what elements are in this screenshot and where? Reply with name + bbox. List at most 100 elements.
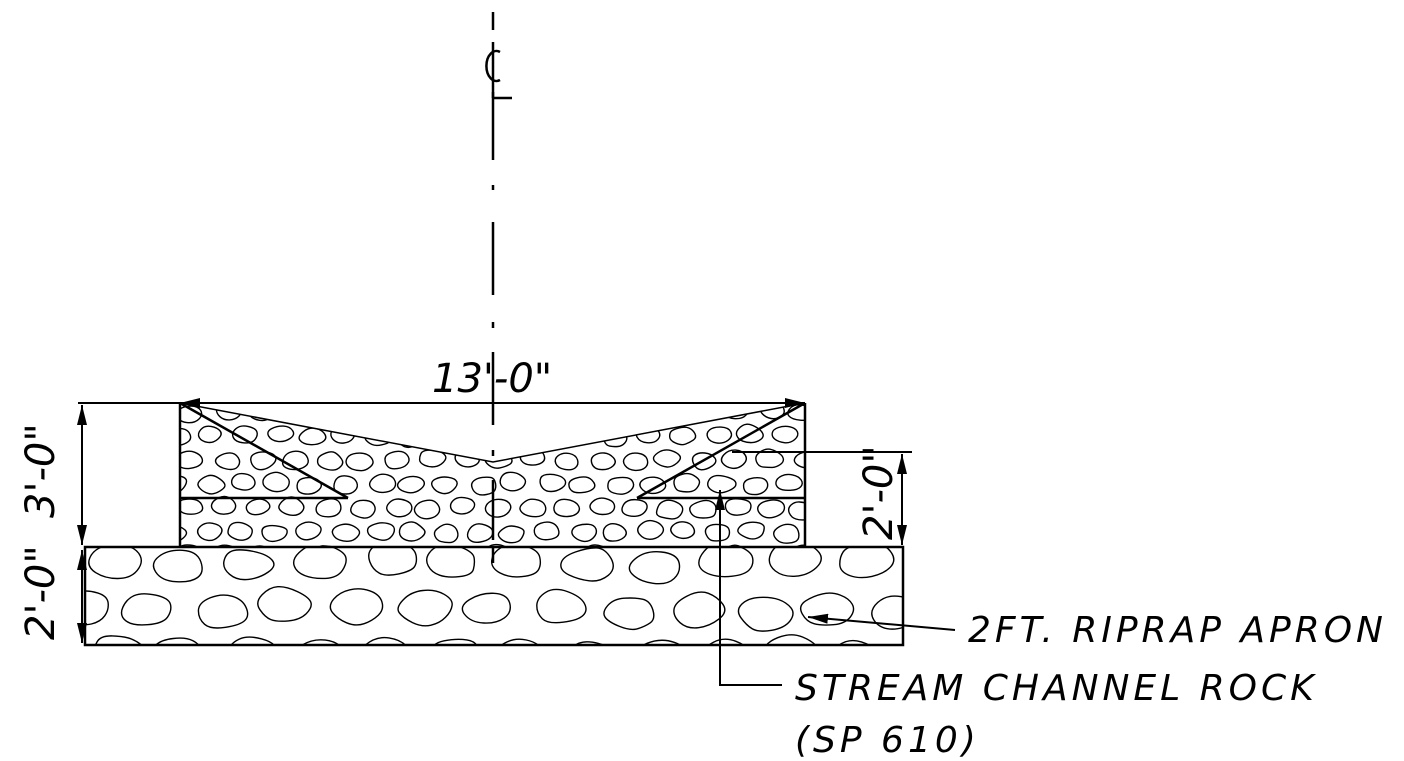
stone-outline bbox=[771, 425, 799, 444]
stone-outline bbox=[200, 571, 224, 587]
stone-outline bbox=[810, 574, 836, 591]
stone-outline bbox=[180, 475, 188, 494]
stone-outline bbox=[704, 523, 731, 542]
stone-outline bbox=[504, 570, 530, 586]
stone-outline bbox=[698, 547, 754, 578]
stone-outline bbox=[350, 499, 376, 519]
stone-outline bbox=[519, 498, 547, 518]
stone-outline bbox=[840, 427, 866, 443]
stone-outline bbox=[553, 498, 581, 518]
stone-outline bbox=[400, 574, 425, 590]
stone-outline bbox=[212, 544, 239, 547]
stone-outline bbox=[741, 569, 765, 585]
stone-outline bbox=[300, 639, 340, 645]
stone-outline bbox=[571, 424, 600, 444]
stone-outline bbox=[397, 589, 453, 627]
stone-outline bbox=[757, 499, 786, 519]
stone-outline bbox=[642, 639, 682, 645]
stone-outline bbox=[827, 501, 851, 516]
stone-outline bbox=[197, 474, 226, 495]
stone-outline bbox=[281, 450, 309, 471]
stone-outline bbox=[347, 404, 373, 423]
stone-outline bbox=[497, 525, 525, 544]
dim-apron-depth-label: 2'-0" bbox=[18, 545, 64, 640]
stone-outline bbox=[737, 596, 794, 632]
stone-outline bbox=[706, 426, 733, 444]
stone-outline bbox=[196, 522, 223, 542]
stone-outline bbox=[426, 547, 476, 578]
stone-outline bbox=[62, 682, 109, 714]
stone-outline bbox=[124, 679, 175, 714]
stone-outline bbox=[724, 498, 752, 516]
stone-outline bbox=[539, 473, 567, 493]
stone-outline bbox=[689, 499, 717, 519]
stone-outline bbox=[590, 452, 616, 471]
stone-outline bbox=[436, 426, 463, 444]
stone-outline bbox=[315, 498, 342, 518]
label-riprap-apron: 2FT. RIPRAP APRON bbox=[968, 610, 1387, 651]
stone-outline bbox=[368, 547, 418, 576]
stone-outline bbox=[466, 523, 494, 543]
stone-outline bbox=[315, 403, 342, 420]
stone-outline bbox=[85, 590, 109, 626]
stone-outline bbox=[607, 476, 635, 495]
stone-outline bbox=[431, 476, 458, 495]
stone-outline bbox=[450, 549, 475, 567]
stone-outline bbox=[120, 593, 172, 626]
stone-outline bbox=[449, 403, 478, 421]
stone-outline bbox=[742, 476, 769, 496]
stone-outline bbox=[364, 636, 407, 645]
stone-outline bbox=[435, 570, 461, 588]
stone-outline bbox=[602, 523, 627, 542]
stone-outline bbox=[518, 550, 542, 567]
dim-total-depth-label: 3'-0" bbox=[18, 423, 64, 518]
stone-outline bbox=[720, 449, 748, 470]
stone-outline bbox=[823, 405, 849, 423]
stone-outline bbox=[164, 570, 189, 587]
stone-outline bbox=[768, 547, 822, 577]
stone-outline bbox=[623, 403, 649, 420]
stone-outline bbox=[568, 476, 596, 494]
stone-outline bbox=[197, 425, 222, 444]
stone-outline bbox=[333, 475, 359, 495]
stone-outline bbox=[666, 688, 719, 723]
stone-outline bbox=[652, 449, 682, 468]
stone-outline bbox=[809, 477, 835, 493]
stone-outline bbox=[635, 426, 661, 444]
stone-outline bbox=[329, 588, 384, 626]
stone-outline bbox=[180, 427, 192, 447]
dim-total-depth bbox=[77, 402, 180, 545]
stone-outline bbox=[622, 452, 649, 472]
stone-outline bbox=[639, 573, 662, 590]
stone-outline bbox=[324, 688, 375, 723]
stone-outline bbox=[180, 450, 204, 470]
stone-outline bbox=[215, 403, 242, 421]
stone-outline bbox=[720, 544, 748, 547]
stone-outline bbox=[470, 476, 497, 496]
stone-outline bbox=[227, 521, 253, 541]
stone-outline bbox=[180, 498, 204, 515]
stone-outline bbox=[223, 549, 275, 581]
stone-outline bbox=[755, 448, 785, 469]
stone-outline bbox=[607, 686, 654, 717]
stone-outline bbox=[787, 501, 805, 521]
stone-outline bbox=[94, 635, 143, 645]
stone-outline bbox=[230, 472, 256, 491]
stone-outline bbox=[707, 474, 737, 494]
stone-outline bbox=[673, 591, 726, 629]
stone-outline bbox=[88, 547, 143, 580]
riprap-apron-texture bbox=[62, 547, 903, 723]
leader-riprap bbox=[807, 613, 956, 631]
stone-outline bbox=[214, 452, 241, 471]
stone-outline bbox=[588, 403, 615, 424]
stone-outline bbox=[180, 524, 188, 543]
stone-outline bbox=[449, 496, 476, 515]
stone-outline bbox=[418, 403, 447, 423]
stone-outline bbox=[574, 641, 605, 645]
stone-outline bbox=[353, 550, 376, 566]
stone-outline bbox=[534, 572, 559, 589]
stone-outline bbox=[652, 403, 680, 421]
stone-outline bbox=[787, 404, 805, 422]
stone-outline bbox=[637, 519, 665, 541]
stone-outline bbox=[560, 547, 614, 582]
